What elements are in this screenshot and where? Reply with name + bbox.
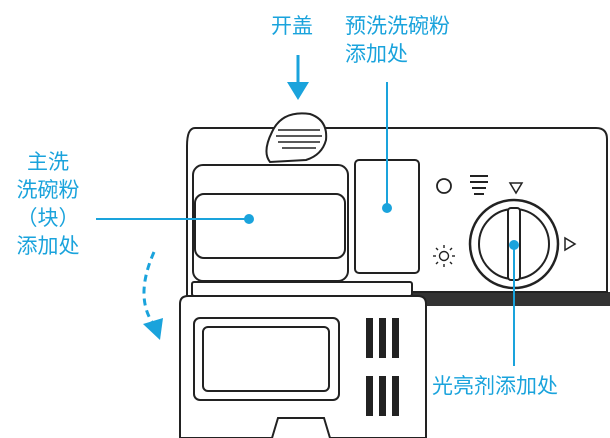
label-main-line4: 添加处 (16, 234, 80, 258)
lid-hinge-strip (191, 281, 413, 297)
label-main-wash: 主洗 洗碗粉 （块） 添加处 (2, 148, 94, 260)
main-wash-inner (194, 193, 346, 259)
label-rinse-aid: 光亮剂添加处 (432, 374, 558, 398)
arrow-down-icon (287, 55, 309, 100)
label-prewash-line1: 预洗洗碗粉 (345, 14, 450, 38)
label-main-line2: 洗碗粉 (16, 178, 80, 202)
bars-icon (470, 175, 488, 195)
lid-latch (265, 112, 328, 164)
lid-window-inner (202, 326, 330, 392)
sun-icon (433, 245, 455, 267)
main-wash-leader (96, 214, 254, 224)
circle-icon (436, 178, 452, 194)
label-prewash: 预洗洗碗粉 添加处 (345, 12, 450, 68)
triangle-down-icon (508, 182, 524, 195)
rotate-arrow-icon (142, 251, 163, 340)
lid-bottom-tab (271, 417, 331, 438)
prewash-leader (382, 82, 392, 213)
rinse-aid-leader (509, 240, 519, 366)
triangle-left-icon (564, 236, 577, 252)
label-open-lid: 开盖 (271, 14, 313, 38)
label-main-line1: 主洗 (27, 150, 69, 174)
panel-shadow-band (410, 292, 610, 306)
label-main-line3: （块） (16, 206, 80, 230)
lid-vent-slots (366, 318, 399, 416)
label-prewash-line2: 添加处 (345, 42, 408, 66)
